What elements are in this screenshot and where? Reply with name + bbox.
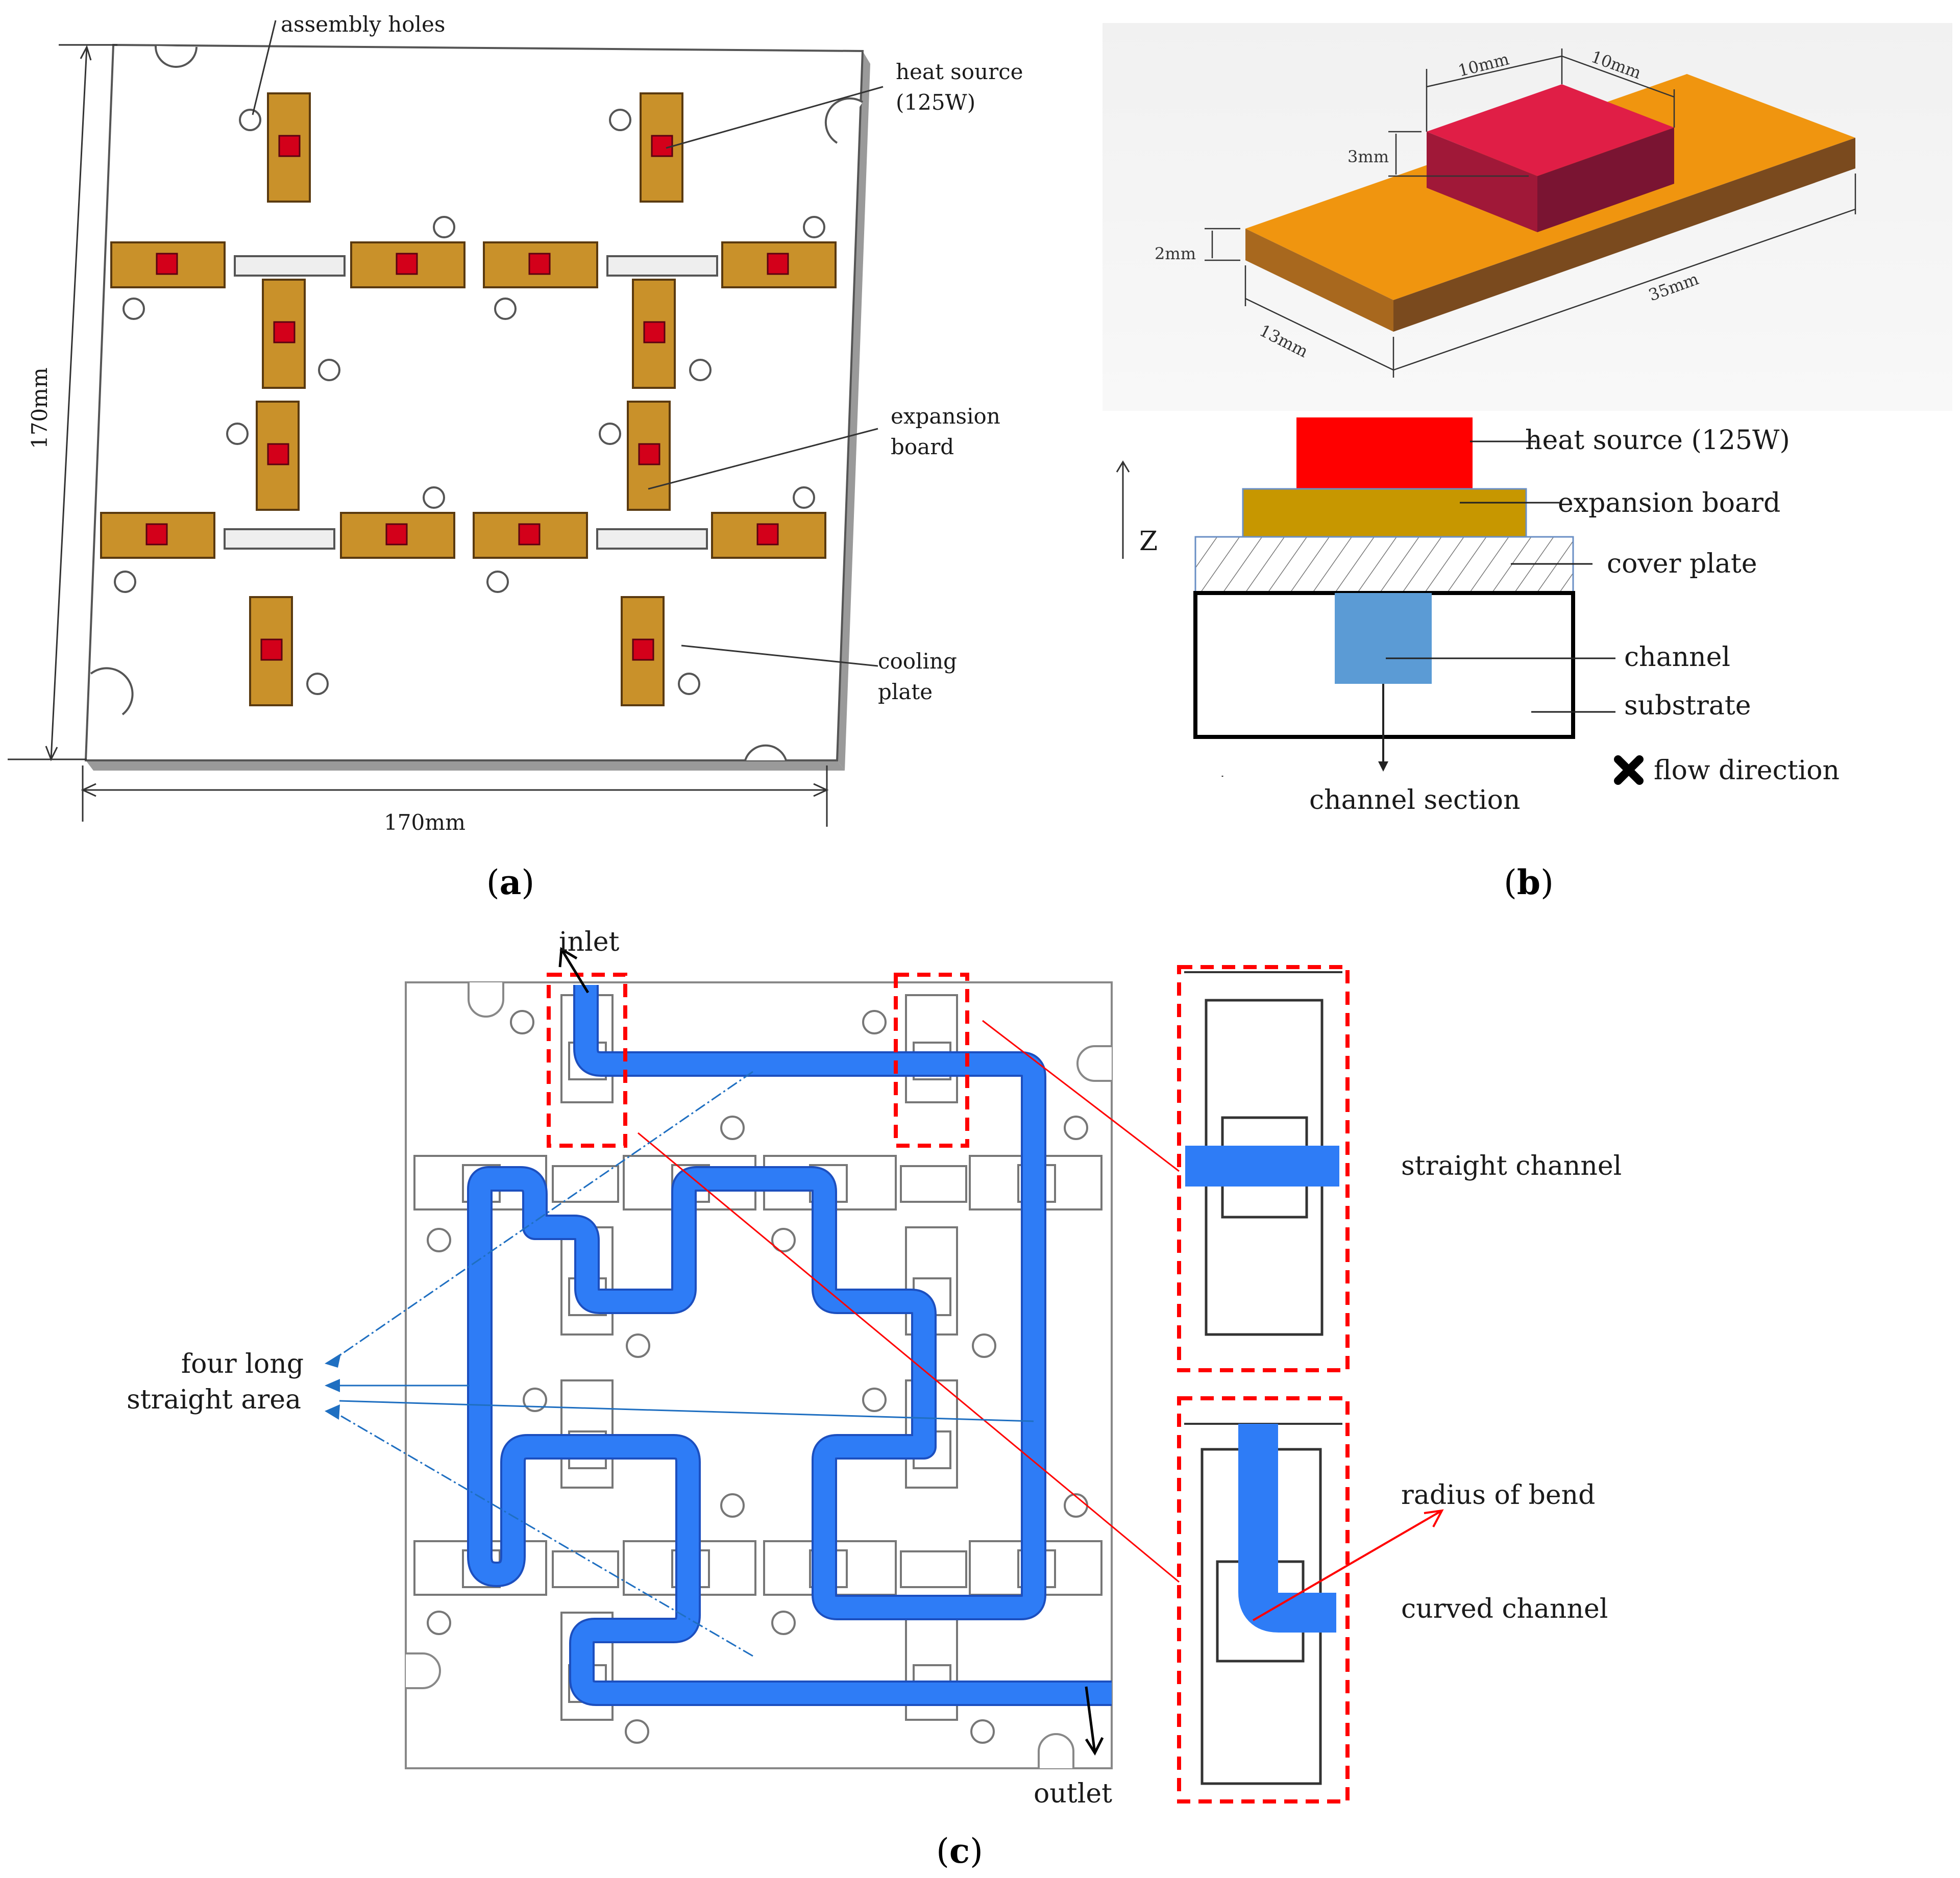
plate-notches — [406, 982, 1112, 1768]
section-substrate-label: substrate — [1624, 690, 1751, 721]
cooling-plate-label-l1: cooling — [878, 649, 957, 674]
curved-channel-label: curved channel — [1401, 1594, 1608, 1624]
section-expansion-board-label: expansion board — [1558, 488, 1780, 518]
leaders-b — [1386, 440, 1615, 713]
section-cover-plate — [1194, 536, 1574, 594]
four-long-label-l1: four long — [181, 1349, 304, 1379]
caption-a: (a) — [486, 862, 534, 902]
heat-source-label-l2: (125W) — [896, 90, 975, 115]
heat-sources — [145, 135, 789, 661]
expansion-board-label-l1: expansion — [891, 404, 1000, 429]
dim-width-label: 170mm — [384, 810, 465, 835]
leaders-a — [252, 20, 884, 667]
panel-c: inlet outlet four long straight area str… — [127, 927, 1622, 1871]
channel-plate — [405, 981, 1113, 1769]
expansion-boards — [100, 92, 837, 706]
caption-c: (c) — [936, 1831, 983, 1871]
heat-source-3d — [1427, 84, 1674, 232]
z-axis — [1116, 460, 1130, 559]
zoom-connectors — [638, 1020, 1180, 1583]
section-expansion-board — [1242, 488, 1527, 538]
straight-channel-label: straight channel — [1401, 1151, 1622, 1181]
zoom-curved-channel — [1184, 1423, 1342, 1785]
section-channel-label: channel — [1624, 642, 1730, 673]
four-long-label-l2: straight area — [127, 1385, 301, 1415]
panel-b: 10mm 10mm 3mm 2mm 13mm 35mm Z — [1102, 23, 1952, 902]
dimension-lines-a — [8, 44, 829, 827]
straight-area-leaders — [329, 1071, 1034, 1657]
inlet-label: inlet — [559, 927, 620, 957]
plate-holes — [427, 1010, 1088, 1744]
dim-board-h: 2mm — [1155, 244, 1196, 263]
section-cover-plate-label: cover plate — [1607, 549, 1757, 579]
assembly-holes-label: assembly holes — [281, 12, 445, 37]
radius-arrow — [1252, 1509, 1444, 1621]
assembly-holes — [114, 109, 825, 695]
panel-a: 170mm 170mm assembly holes heat source (… — [8, 12, 1023, 902]
cross-section — [1193, 417, 1575, 777]
channel-section-label: channel section — [1309, 785, 1520, 816]
radius-of-bend-label: radius of bend — [1401, 1480, 1595, 1511]
zoom-straight-channel — [1184, 971, 1342, 1336]
highlight-boxes — [547, 965, 1350, 1803]
cooling-plate — [84, 43, 870, 771]
expansion-board-label-l2: board — [891, 434, 954, 459]
inlet-arrow — [558, 947, 590, 994]
cooling-channel — [467, 985, 1112, 1706]
flow-direction-icon — [1614, 755, 1644, 785]
dim-height-label: 170mm — [27, 367, 52, 449]
outlet-label: outlet — [1034, 1778, 1112, 1809]
z-axis-label: Z — [1139, 526, 1158, 557]
dim-source-h: 3mm — [1348, 147, 1389, 166]
cooling-plate-label-l2: plate — [878, 679, 933, 704]
section-heat-source-label: heat source (125W) — [1525, 425, 1790, 456]
flow-direction-label: flow direction — [1654, 755, 1840, 786]
section-heat-source — [1296, 417, 1473, 489]
caption-b: (b) — [1504, 862, 1554, 902]
slots — [224, 255, 718, 550]
dimension-lines-3d — [1205, 48, 1856, 378]
straight-area-arrowheads — [325, 1353, 341, 1420]
heat-source-label-l1: heat source — [896, 59, 1023, 84]
section-channel — [1335, 593, 1432, 684]
outlet-arrow — [1085, 1686, 1104, 1756]
